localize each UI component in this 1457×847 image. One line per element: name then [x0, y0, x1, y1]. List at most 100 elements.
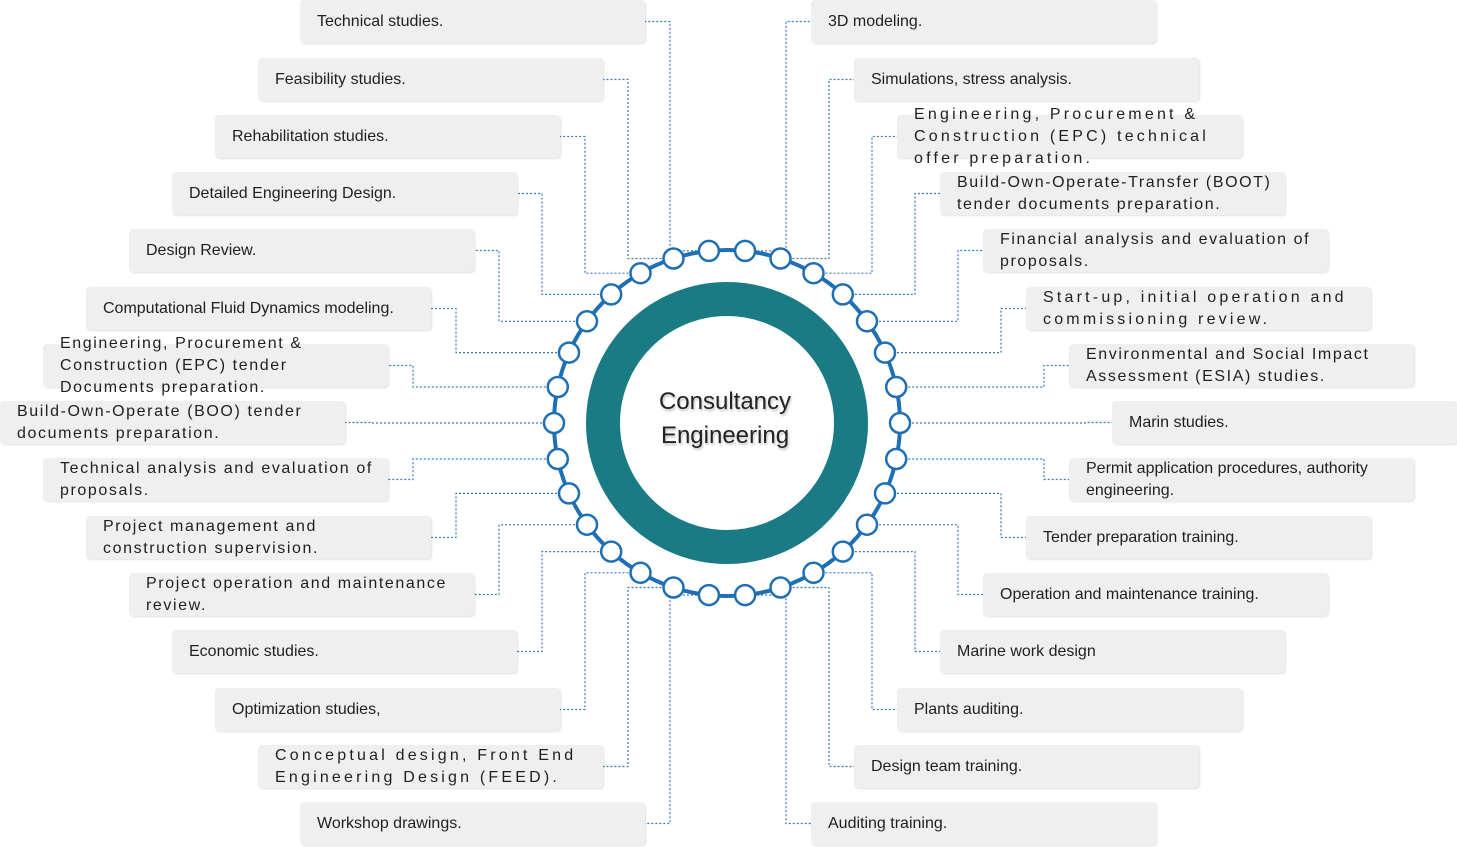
connector-right-9 — [885, 492, 1026, 539]
service-marine-work-design: Marine work design — [940, 630, 1285, 673]
ring-bead — [546, 447, 570, 471]
connector-right-7 — [900, 421, 1112, 424]
connector-lines — [345, 20, 1112, 825]
connector-right-6 — [896, 364, 1069, 388]
connector-right-11 — [842, 551, 940, 653]
ring-bead — [888, 411, 912, 435]
service-label: Optimization studies, — [232, 700, 381, 718]
connector-left-2 — [560, 135, 641, 274]
service-startup-commissioning-review: Start-up, initial operation and commissi… — [1026, 287, 1371, 330]
connector-left-9 — [431, 492, 569, 539]
center-title: Consultancy Engineering — [625, 385, 825, 453]
connector-left-0 — [645, 20, 709, 252]
service-boo-tender-documents: Build-Own-Operate (BOO) tender documents… — [0, 401, 345, 444]
service-3d-modeling: 3D modeling. — [811, 0, 1156, 43]
ring-bead — [599, 283, 623, 306]
ring-bead — [662, 576, 685, 599]
central-hub — [542, 239, 912, 607]
ring-bead — [697, 239, 721, 263]
service-label: Feasibility studies. — [275, 70, 406, 88]
service-label: Build-Own-Operate-Transfer (BOOT) tender… — [957, 173, 1272, 213]
connector-right-2 — [813, 135, 897, 274]
service-design-review: Design Review. — [129, 229, 474, 272]
service-label: Auditing training. — [828, 814, 948, 832]
service-label: Engineering, Procurement & Construction … — [60, 334, 303, 396]
service-label: Permit application procedures, authority… — [1086, 459, 1368, 499]
service-optimization-studies: Optimization studies, — [215, 688, 560, 731]
service-operation-maintenance-review: Project operation and maintenance review… — [129, 573, 474, 616]
service-cfd-modeling: Computational Fluid Dynamics modeling. — [86, 287, 431, 330]
service-tender-preparation-training: Tender preparation training. — [1026, 516, 1371, 559]
connector-left-7 — [345, 421, 554, 424]
service-label: Technical analysis and evaluation of pro… — [60, 459, 373, 499]
ring-bead — [629, 561, 652, 585]
service-project-management: Project management and construction supe… — [86, 516, 431, 559]
ring-bead — [769, 247, 792, 270]
ring-bead — [546, 375, 570, 399]
service-label: Technical studies. — [317, 12, 444, 30]
service-label: Simulations, stress analysis. — [871, 70, 1072, 88]
service-label: Financial analysis and evaluation of pro… — [1000, 230, 1311, 270]
ring-bead — [884, 447, 908, 471]
connector-right-12 — [813, 572, 897, 711]
ring-bead — [855, 513, 879, 536]
service-label: Rehabilitation studies. — [232, 127, 389, 145]
connector-left-8 — [388, 458, 558, 481]
ring-bead — [802, 561, 825, 585]
connector-right-8 — [896, 458, 1069, 481]
connector-left-14 — [645, 594, 709, 825]
service-label: Project management and construction supe… — [103, 517, 320, 557]
service-workshop-drawings: Workshop drawings. — [300, 802, 645, 845]
connector-left-4 — [474, 249, 587, 322]
service-design-team-training: Design team training. — [854, 745, 1199, 788]
center-title-line-2: Engineering — [660, 422, 790, 449]
connector-right-1 — [780, 78, 854, 260]
service-label: Conceptual design, Front End Engineering… — [275, 746, 577, 786]
service-marin-studies: Marin studies. — [1112, 401, 1457, 444]
connector-right-5 — [885, 307, 1026, 354]
service-auditing-training: Auditing training. — [811, 802, 1156, 845]
service-conceptual-design-feed: Conceptual design, Front End Engineering… — [258, 745, 603, 788]
ring-bead — [769, 576, 792, 599]
service-label: Economic studies. — [189, 642, 319, 660]
service-label: Workshop drawings. — [317, 814, 462, 832]
ring-bead — [873, 341, 897, 364]
service-label: Environmental and Social Impact Assessme… — [1086, 345, 1370, 385]
ring-bead — [802, 261, 825, 285]
service-detailed-engineering-design: Detailed Engineering Design. — [172, 172, 517, 215]
service-operation-maintenance-training: Operation and maintenance training. — [983, 573, 1328, 616]
ring-bead — [884, 375, 908, 399]
service-label: Plants auditing. — [914, 700, 1024, 718]
connector-left-13 — [603, 586, 674, 768]
connector-left-11 — [517, 551, 612, 653]
service-boot-tender-documents: Build-Own-Operate-Transfer (BOOT) tender… — [940, 172, 1285, 215]
teal-ring — [586, 282, 868, 564]
service-rehabilitation-studies: Rehabilitation studies. — [215, 115, 560, 158]
connector-left-5 — [431, 307, 569, 354]
service-permit-application: Permit application procedures, authority… — [1069, 458, 1414, 501]
service-label: Start-up, initial operation and commissi… — [1043, 288, 1347, 328]
service-label: Operation and maintenance training. — [1000, 585, 1259, 603]
bead-ring — [542, 239, 912, 607]
connector-right-3 — [842, 192, 940, 295]
service-label: Marine work design — [957, 642, 1096, 660]
ring-bead — [733, 239, 757, 263]
service-economic-studies: Economic studies. — [172, 630, 517, 673]
connector-right-4 — [867, 249, 983, 322]
ring-bead — [557, 482, 581, 505]
service-simulations-stress-analysis: Simulations, stress analysis. — [854, 58, 1199, 101]
service-technical-analysis: Technical analysis and evaluation of pro… — [43, 458, 388, 501]
ring-bead — [697, 583, 721, 607]
service-label: Engineering, Procurement & Construction … — [914, 105, 1210, 167]
connector-right-0 — [745, 20, 811, 252]
connector-right-10 — [867, 524, 983, 596]
service-label: Build-Own-Operate (BOO) tender documents… — [17, 402, 303, 442]
connector-left-1 — [603, 78, 674, 260]
ring-bead — [557, 341, 581, 364]
ring-bead — [542, 411, 566, 435]
ring-bead — [662, 247, 685, 270]
service-plants-auditing: Plants auditing. — [897, 688, 1242, 731]
ring-bead — [575, 513, 599, 536]
service-label: Tender preparation training. — [1043, 528, 1239, 546]
